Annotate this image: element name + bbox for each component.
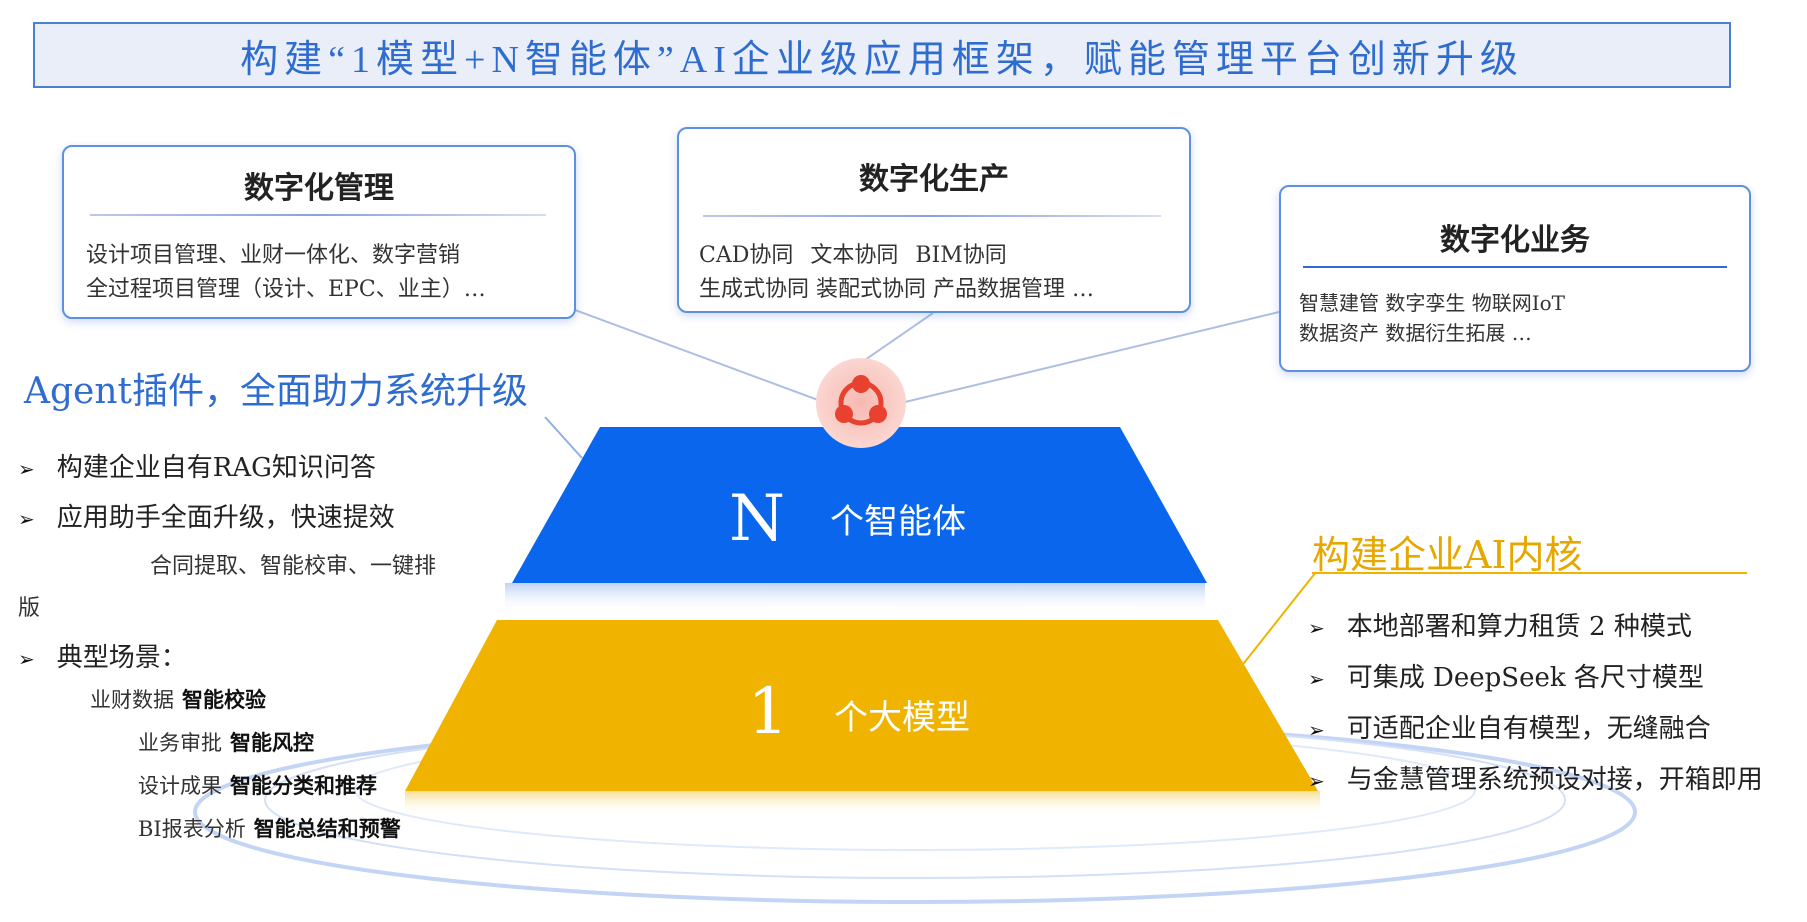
card-line: 全过程项目管理（设计、EPC、业主）… — [86, 277, 486, 302]
agent-list-item: ➢应用助手全面升级，快速提效 — [18, 503, 395, 533]
arrowhead-bullet-icon: ➢ — [18, 457, 35, 481]
scenario-item: 业务审批智能风控 — [138, 731, 314, 755]
scenario-item: 设计成果智能分类和推荐 — [138, 774, 377, 798]
card-divider — [90, 214, 546, 216]
page-title-banner: 构建“1模型+N智能体”AI企业级应用框架，赋能管理平台创新升级 — [33, 22, 1731, 88]
arrowhead-bullet-icon: ➢ — [1308, 616, 1325, 640]
card-title: 数字化管理 — [244, 171, 394, 206]
tier-n-letter: N — [729, 482, 785, 556]
agent-sub-line: 合同提取、智能校审、一键排 — [150, 554, 437, 579]
arrowhead-bullet-icon: ➢ — [18, 647, 35, 671]
tier-1-model — [405, 620, 1318, 791]
card-line: 数据资产 数据衍生拓展 … — [1299, 321, 1532, 345]
core-section-heading: 构建企业AI内核 — [1312, 533, 1583, 577]
card-digital-business: 数字化业务 智慧建管 数字孪生 物联网IoT 数据资产 数据衍生拓展 … — [1279, 185, 1751, 372]
core-heading-underline — [1312, 572, 1747, 574]
core-list-item: ➢本地部署和算力租赁 2 种模式 — [1308, 612, 1692, 642]
core-list-item: ➢可适配企业自有模型，无缝融合 — [1308, 714, 1711, 744]
tier-n-agents — [512, 427, 1207, 583]
tier-n-shadow — [505, 583, 1205, 613]
tier-1-letter: 1 — [748, 675, 789, 749]
card-divider — [703, 215, 1161, 217]
arrowhead-bullet-icon: ➢ — [18, 507, 35, 531]
arrowhead-bullet-icon: ➢ — [1308, 769, 1325, 793]
card-title: 数字化业务 — [1440, 223, 1590, 258]
agent-sub-line-wrap: 版 — [18, 596, 41, 621]
agent-list-item: ➢典型场景： — [18, 643, 187, 673]
agent-section-heading: Agent插件，全面助力系统升级 — [24, 371, 529, 412]
share-network-icon — [816, 358, 906, 448]
card-divider — [1303, 266, 1727, 268]
tier-n-label: 个智能体 — [830, 502, 966, 542]
card-line: 设计项目管理、业财一体化、数字营销 — [86, 243, 461, 268]
card-line: 生成式协同 装配式协同 产品数据管理 … — [699, 277, 1094, 302]
card-line: CAD协同 文本协同 BIM协同 — [699, 243, 1007, 268]
tier-1-shadow — [405, 791, 1320, 817]
card-title: 数字化生产 — [859, 162, 1009, 197]
core-list-item: ➢可集成 DeepSeek 各尺寸模型 — [1308, 663, 1704, 693]
agent-list-item: ➢构建企业自有RAG知识问答 — [18, 453, 376, 483]
arrowhead-bullet-icon: ➢ — [1308, 667, 1325, 691]
scenario-item: BI报表分析智能总结和预警 — [138, 817, 401, 841]
scenario-item: 业财数据智能校验 — [90, 688, 266, 712]
tier-1-label: 个大模型 — [834, 698, 970, 738]
core-list-item: ➢与金慧管理系统预设对接，开箱即用 — [1308, 765, 1763, 795]
card-digital-production: 数字化生产 CAD协同 文本协同 BIM协同 生成式协同 装配式协同 产品数据管… — [677, 127, 1191, 313]
card-line: 智慧建管 数字孪生 物联网IoT — [1299, 291, 1565, 315]
card-digital-management: 数字化管理 设计项目管理、业财一体化、数字营销 全过程项目管理（设计、EPC、业… — [62, 145, 576, 319]
arrowhead-bullet-icon: ➢ — [1308, 718, 1325, 742]
